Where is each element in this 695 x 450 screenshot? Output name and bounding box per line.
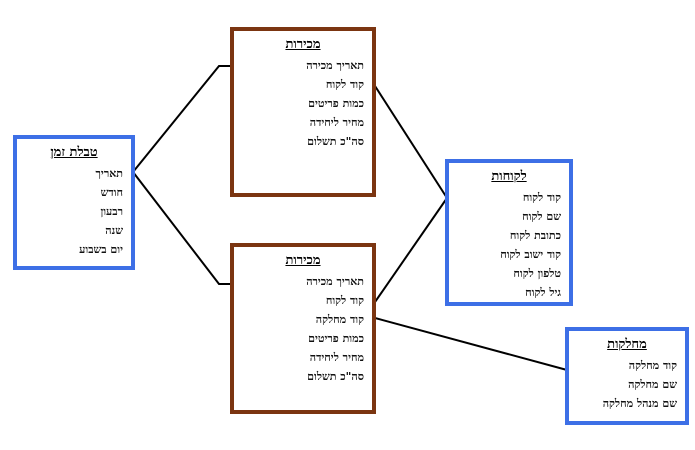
sales-top-title: מכירות — [285, 37, 321, 52]
sales-table-top: מכירות תאריך מכירה קוד לקוח כמות פריטים … — [230, 27, 376, 197]
sales-bottom-to-customers-line — [374, 197, 448, 303]
time-field-weekday: יום בשבוע — [79, 243, 123, 256]
departments-field-name: שם מחלקה — [628, 378, 677, 391]
sales-bottom-field-sale-date: תאריך מכירה — [306, 275, 364, 288]
customers-field-age: גיל לקוח — [525, 286, 561, 299]
sales-bottom-field-customer-code: קוד לקוח — [325, 294, 364, 307]
departments-field-manager: שם מנהל מחלקה — [602, 397, 677, 410]
time-field-month: חודש — [100, 186, 123, 199]
sales-table-bottom: מכירות תאריך מכירה קוד לקוח קוד מחלקה כמ… — [230, 243, 376, 414]
customers-field-name: שם לקוח — [522, 210, 561, 223]
departments-title: מחלקות — [607, 337, 647, 352]
sales-bottom-title: מכירות — [285, 253, 321, 268]
customers-field-phone: טלפון לקוח — [513, 267, 561, 280]
time-table: טבלת זמן תאריך חודש רבעון שנה יום בשבוע — [13, 135, 135, 270]
customers-field-address: כתובת לקוח — [509, 229, 561, 242]
sales-top-field-total-payment: סה"כ תשלום — [307, 135, 364, 148]
departments-fields: קוד מחלקה שם מחלקה שם מנהל מחלקה — [577, 356, 677, 413]
time-table-title: טבלת זמן — [50, 145, 98, 160]
sales-bottom-field-unit-price: מחיר ליחידה — [309, 351, 364, 364]
sales-top-field-unit-price: מחיר ליחידה — [309, 116, 364, 129]
time-table-fields: תאריך חודש רבעון שנה יום בשבוע — [25, 164, 123, 259]
sales-bottom-field-total-payment: סה"כ תשלום — [307, 370, 364, 383]
sales-bottom-to-departments-line — [374, 317, 568, 371]
departments-field-code: קוד מחלקה — [628, 359, 677, 372]
sales-top-fields: תאריך מכירה קוד לקוח כמות פריטים מחיר לי… — [242, 56, 364, 151]
sales-top-to-customers-line — [374, 85, 448, 199]
sales-top-field-sale-date: תאריך מכירה — [306, 59, 364, 72]
time-to-sales-top-line — [132, 65, 232, 173]
time-field-quarter: רבעון — [100, 205, 123, 218]
time-field-date: תאריך — [95, 167, 123, 180]
sales-top-field-item-count: כמות פריטים — [308, 97, 364, 110]
sales-bottom-fields: תאריך מכירה קוד לקוח קוד מחלקה כמות פריט… — [242, 272, 364, 386]
sales-top-field-customer-code: קוד לקוח — [325, 78, 364, 91]
customers-title: לקוחות — [491, 169, 527, 184]
sales-bottom-field-item-count: כמות פריטים — [308, 332, 364, 345]
time-field-year: שנה — [105, 224, 123, 237]
time-to-sales-bottom-line — [132, 171, 232, 285]
departments-table: מחלקות קוד מחלקה שם מחלקה שם מנהל מחלקה — [565, 327, 689, 425]
sales-bottom-field-department-code: קוד מחלקה — [315, 313, 364, 326]
customers-field-code: קוד לקוח — [522, 191, 561, 204]
customers-table: לקוחות קוד לקוח שם לקוח כתובת לקוח קוד י… — [445, 159, 573, 306]
customers-field-city-code: קוד ישוב לקוח — [500, 248, 561, 261]
customers-fields: קוד לקוח שם לקוח כתובת לקוח קוד ישוב לקו… — [457, 188, 561, 302]
